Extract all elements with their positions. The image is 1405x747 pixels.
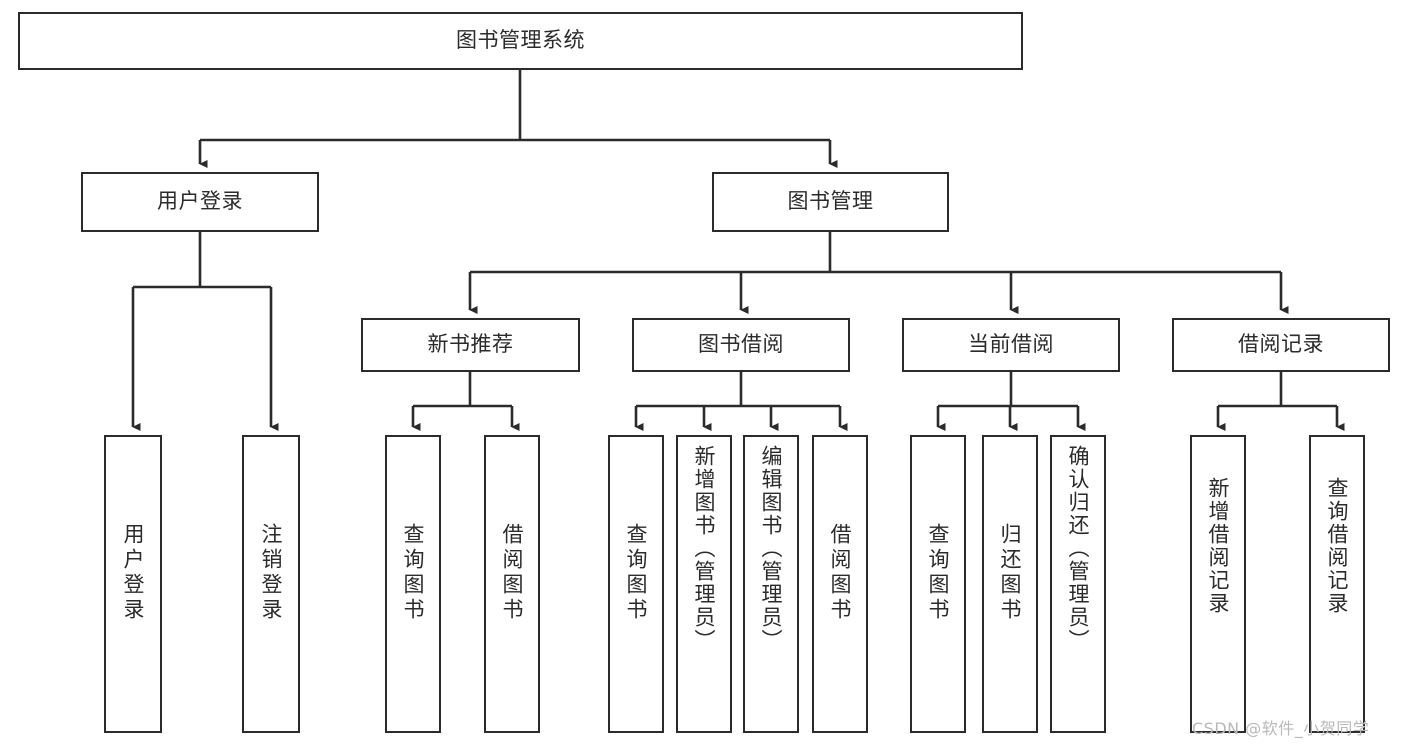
node-user-login-label: 用户登录 (157, 189, 243, 214)
node-user-login[interactable]: 用户登录 (81, 172, 319, 232)
leaf-query-book-3-label: 查询图书 (926, 523, 951, 623)
node-borrow-record[interactable]: 借阅记录 (1172, 318, 1390, 372)
leaf-user-logout-label: 注销登录 (259, 523, 284, 623)
leaf-query-book-2-label: 查询图书 (624, 523, 649, 623)
leaf-user-login[interactable]: 用户登录 (104, 435, 162, 733)
node-borrow-record-label: 借阅记录 (1238, 332, 1324, 357)
leaf-query-book-1[interactable]: 查询图书 (385, 435, 441, 733)
node-new-book-recommend[interactable]: 新书推荐 (361, 318, 580, 372)
node-book-manage-label: 图书管理 (787, 189, 874, 214)
node-current-borrow-label: 当前借阅 (968, 332, 1054, 357)
node-book-borrow-label: 图书借阅 (698, 332, 784, 357)
leaf-add-record-label: 新增借阅记录 (1206, 477, 1231, 615)
leaf-add-book[interactable]: 新增图书（管理员） (676, 435, 732, 733)
node-root-label: 图书管理系统 (456, 28, 585, 53)
leaf-borrow-book-1-label: 借阅图书 (500, 523, 525, 623)
leaf-confirm-return-label: 确认归还（管理员） (1066, 445, 1091, 652)
node-new-book-recommend-label: 新书推荐 (427, 332, 514, 357)
leaf-confirm-return[interactable]: 确认归还（管理员） (1050, 435, 1106, 733)
leaf-query-book-3[interactable]: 查询图书 (910, 435, 966, 733)
leaf-query-book-2[interactable]: 查询图书 (608, 435, 664, 733)
leaf-borrow-book-2-label: 借阅图书 (828, 523, 853, 623)
leaf-borrow-book-2[interactable]: 借阅图书 (812, 435, 868, 733)
node-book-borrow[interactable]: 图书借阅 (632, 318, 850, 372)
leaf-borrow-book-1[interactable]: 借阅图书 (484, 435, 540, 733)
leaf-query-record-label: 查询借阅记录 (1325, 477, 1350, 615)
leaf-user-login-label: 用户登录 (121, 523, 146, 623)
leaf-return-book[interactable]: 归还图书 (982, 435, 1038, 733)
leaf-add-record[interactable]: 新增借阅记录 (1190, 435, 1246, 733)
watermark: CSDN @软件_小贺同学 (1192, 719, 1370, 738)
leaf-add-book-label: 新增图书（管理员） (692, 445, 717, 652)
leaf-edit-book-label: 编辑图书（管理员） (759, 445, 784, 652)
node-current-borrow[interactable]: 当前借阅 (902, 318, 1120, 372)
leaf-return-book-label: 归还图书 (998, 523, 1023, 623)
leaf-user-logout[interactable]: 注销登录 (242, 435, 300, 733)
node-root[interactable]: 图书管理系统 (18, 12, 1023, 70)
node-book-manage[interactable]: 图书管理 (712, 172, 949, 232)
leaf-query-record[interactable]: 查询借阅记录 (1309, 435, 1365, 733)
leaf-edit-book[interactable]: 编辑图书（管理员） (743, 435, 799, 733)
leaf-query-book-1-label: 查询图书 (401, 523, 426, 623)
